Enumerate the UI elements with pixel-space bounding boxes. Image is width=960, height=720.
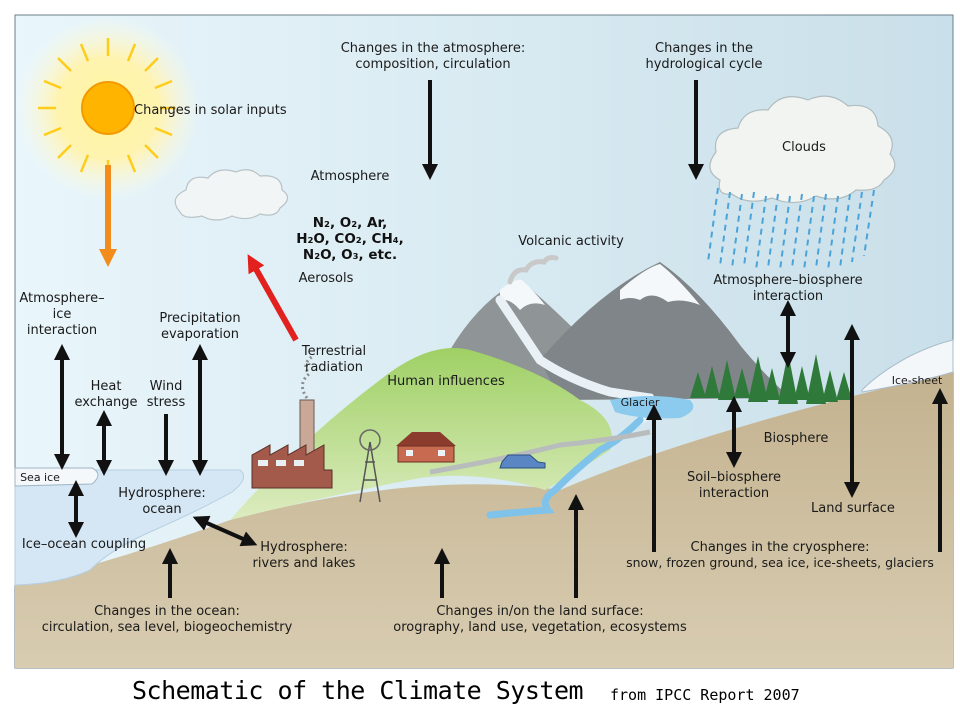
label-human: Human influences [387,374,505,389]
label-ice-ocean: Ice–ocean coupling [22,537,146,552]
clouds-illustration [709,95,896,204]
rain-drops [707,187,875,271]
label-hydro-cycle-2: hydrological cycle [645,57,762,72]
label-cryo-1: Changes in the cryosphere: [691,540,870,555]
label-sea-ice: Sea ice [20,471,60,484]
caption-source: from IPCC Report 2007 [610,686,800,704]
river [486,416,644,519]
label-atm-ice-2: ice [53,307,72,322]
label-precip-2: evaporation [161,327,239,342]
label-wind-2: stress [147,395,186,410]
label-gases-1: N₂, O₂, Ar, [313,215,388,231]
snow-caps [500,264,700,310]
ice-sheet [861,339,954,393]
label-solar: Changes in solar inputs [134,103,287,118]
label-soil-bio-2: interaction [699,486,769,501]
label-aerosols: Aerosols [299,271,354,286]
label-volcanic: Volcanic activity [518,234,624,249]
volcanic-plume [507,255,559,285]
label-gases-2: H₂O, CO₂, CH₄, [296,231,404,247]
label-gases-3: N₂O, O₃, etc. [303,247,397,263]
label-clouds: Clouds [782,140,826,155]
terrestrial-radiation-arrow [247,254,299,342]
label-land-change-1: Changes in/on the land surface: [436,604,643,619]
label-precip-1: Precipitation [159,311,240,326]
sun [16,16,200,200]
windmill [359,429,381,503]
label-atmos-change-2: composition, circulation [355,57,510,72]
factory [251,354,333,489]
label-terrestrial-2: radiation [305,360,363,375]
label-soil-bio-1: Soil–biosphere [687,470,781,485]
label-ocean-change-2: circulation, sea level, biogeochemistry [42,620,293,635]
land-surface-ground [15,372,953,668]
interaction-arrows [54,80,948,598]
label-heat-1: Heat [91,379,122,394]
small-cloud [174,169,289,221]
label-cryo-2: snow, frozen ground, sea ice, ice-sheets… [626,555,934,570]
ocean-rivers-arrow [192,515,258,547]
caption-title: Schematic of the Climate System [132,676,584,705]
label-land-change-2: orography, land use, vegetation, ecosyst… [393,620,687,635]
label-land-surface: Land surface [811,501,895,516]
label-atmos-change-1: Changes in the atmosphere: [341,41,526,56]
label-atm-ice-1: Atmosphere– [19,291,104,306]
label-biosphere: Biosphere [764,431,829,446]
road [429,429,651,475]
label-wind-1: Wind [150,379,183,394]
house [396,432,456,463]
label-ice-sheet: Ice-sheet [892,374,943,387]
label-hydro-ocean-1: Hydrosphere: [118,486,205,501]
label-terrestrial-1: Terrestrial [301,344,366,359]
label-glacier: Glacier [621,396,660,409]
label-hydro-ocean-2: ocean [142,502,181,517]
label-hydro-rivers-1: Hydrosphere: [260,540,347,555]
label-hydro-cycle-1: Changes in the [655,41,753,56]
label-atm-bio-2: interaction [753,289,823,304]
label-ocean-change-1: Changes in the ocean: [94,604,240,619]
label-atm-ice-3: interaction [27,323,97,338]
car [499,454,546,469]
label-hydro-rivers-2: rivers and lakes [253,556,356,571]
label-heat-2: exchange [74,395,137,410]
label-atm-bio-1: Atmosphere–biosphere [713,273,862,288]
label-atmosphere: Atmosphere [311,169,390,184]
